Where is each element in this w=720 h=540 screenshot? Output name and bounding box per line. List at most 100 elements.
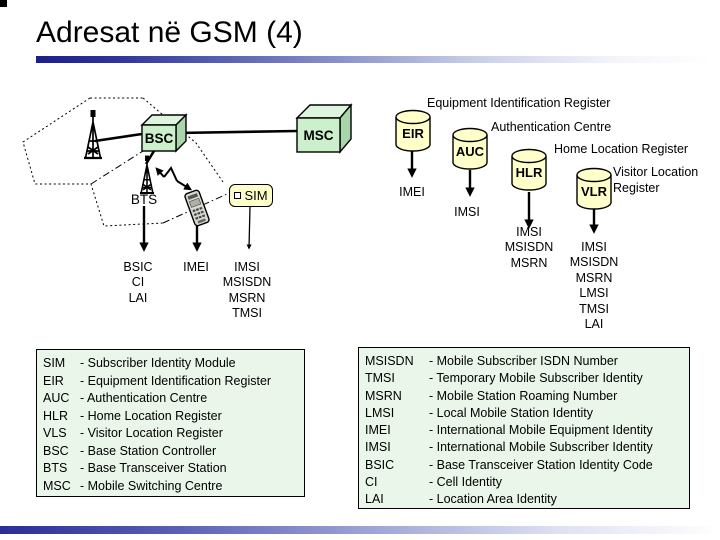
legend-abbr: IMSI [365,440,391,455]
legend-abbr: EIR [43,373,64,388]
legend-abbr: MSISDN [365,354,414,368]
legend-row: AUC - Authentication Centre [43,390,304,408]
database-cylinder-icon [395,109,431,152]
addr-stack-bts: BSIC CI LAI [103,260,173,306]
legend-def: - Home Location Register [80,408,222,423]
legend-row: SIM - Subscriber Identity Module [43,355,304,373]
legend-def: - Equipment Identification Register [80,373,272,388]
mobile-phone-icon [184,189,210,227]
legend-row: BTS - Base Transceiver Station [43,460,304,478]
addr-auc: IMSI [454,205,480,219]
vlr-label: VLR [581,183,607,199]
legend-right: MSISDN - Mobile Subscriber ISDN Number TM… [358,347,690,509]
legend-row: HLR - Home Location Register [43,408,304,426]
legend-row: LMSI- Local Mobile Station Identity [365,405,689,422]
legend-row: MSRN - Mobile Station Roaming Number [365,388,689,405]
legend-abbr: BSC [43,443,69,458]
bts-antenna-tower-icon [139,155,155,195]
caption-hlr: Home Location Register [554,142,689,156]
node-sim: SIM [229,184,273,207]
bsc-label: BSC [144,130,174,146]
caption-eir: Equipment Identification Register [427,96,611,110]
legend-row: BSC - Base Station Controller [43,443,304,461]
addr-line: TMSI [232,306,262,321]
legend-abbr: IMEI [365,423,391,438]
legend-row: TMSI- Temporary Mobile Subscriber Identi… [365,370,689,387]
legend-row: MSISDN - Mobile Subscriber ISDN Number [365,353,689,370]
addr-line: MSISDN [504,240,554,255]
legend-abbr: AUC [43,391,70,405]
legend-abbr: VLS [43,426,67,440]
addr-stack-vlr: IMSI MSISDN MSRN LMSI TMSI LAI [557,240,631,332]
legend-row: IMSI - International Mobile Subscriber Id… [365,439,689,456]
hlr-label: HLR [515,164,543,180]
legend-row: MSC- Mobile Switching Centre [43,478,304,496]
radio-link-arrow [155,166,193,191]
legend-def: - Local Mobile Station Identity [429,405,593,420]
legend-abbr: MSRN [365,388,402,403]
eir-label: EIR [402,125,424,141]
legend-abbr: CI [365,475,378,490]
node-auc: AUC [451,126,489,172]
legend-abbr: BTS [43,461,68,475]
legend-def: - Mobile Subscriber ISDN Number [429,354,618,368]
box3d-icon [295,103,353,154]
legend-row: CI - Cell Identity [365,474,689,491]
legend-abbr: HLR [43,408,69,423]
legend-def: - Cell Identity [429,475,502,490]
legend-abbr: BSIC [365,457,395,472]
corner-mark [0,0,7,7]
addr-stack-sim: IMSI MSISDN MSRN TMSI [212,260,282,322]
addr-line: TMSI [579,301,609,316]
legend-row: BSIC - Base Transceiver Station Identity … [365,457,689,474]
addr-line: MSRN [510,255,548,270]
legend-def: - Visitor Location Register [80,426,223,440]
legend-def: - Subscriber Identity Module [80,356,236,370]
auc-label: AUC [455,143,485,159]
addr-line: BSIC [123,260,153,274]
addr-line: LMSI [579,286,609,301]
legend-def: - Base Transceiver Station Identity Code [429,457,653,472]
sim-chip-icon [234,192,242,199]
antenna-tower-icon [84,110,102,160]
legend-abbr: MSC [43,478,71,493]
addr-line: LAI [584,317,604,332]
sim-label: SIM [244,188,268,203]
caption-vlr: Visitor Location Register [613,165,699,195]
legend-def: - Location Area Identity [429,492,557,507]
legend-def: - Base Station Controller [80,443,217,458]
legend-row: EIR - Equipment Identification Register [43,373,304,391]
node-msc: MSC [295,103,353,154]
database-cylinder-icon [452,127,488,170]
legend-row: IMEI - International Mobile Equipment Ide… [365,422,689,439]
addr-stack-hlr: IMSI MSISDN MSRN [492,225,566,271]
page-title: Adresat në GSM (4) [36,16,303,49]
address-arrows [139,151,599,252]
legend-def: - International Mobile Subscriber Identi… [429,440,653,455]
addr-line: MSISDN [569,255,619,270]
addr-line: IMSI [516,225,542,239]
node-hlr: HLR [510,147,548,193]
legend-abbr: SIM [43,356,66,370]
legend-def: - Mobile Station Roaming Number [429,388,618,403]
bottom-divider [0,526,720,534]
legend-row: LAI- Location Area Identity [365,491,689,508]
legend-def: - Authentication Centre [80,391,208,405]
database-cylinder-icon [511,148,547,191]
addr-line: IMSI [234,260,260,274]
addr-line: MSRN [228,290,266,305]
node-eir: EIR [394,108,432,154]
legend-row: VLS - Visitor Location Register [43,425,304,443]
addr-eir: IMEI [399,185,425,199]
box3d-icon [140,113,188,153]
legend-def: - International Mobile Equipment Identit… [429,423,653,438]
legend-def: - Base Transceiver Station [80,461,227,475]
msc-label: MSC [303,127,334,143]
bts-label: BTS [130,192,158,207]
node-vlr: VLR [575,166,613,212]
database-cylinder-icon [576,167,612,210]
backbone-links [94,129,298,165]
addr-line: IMSI [581,240,607,254]
